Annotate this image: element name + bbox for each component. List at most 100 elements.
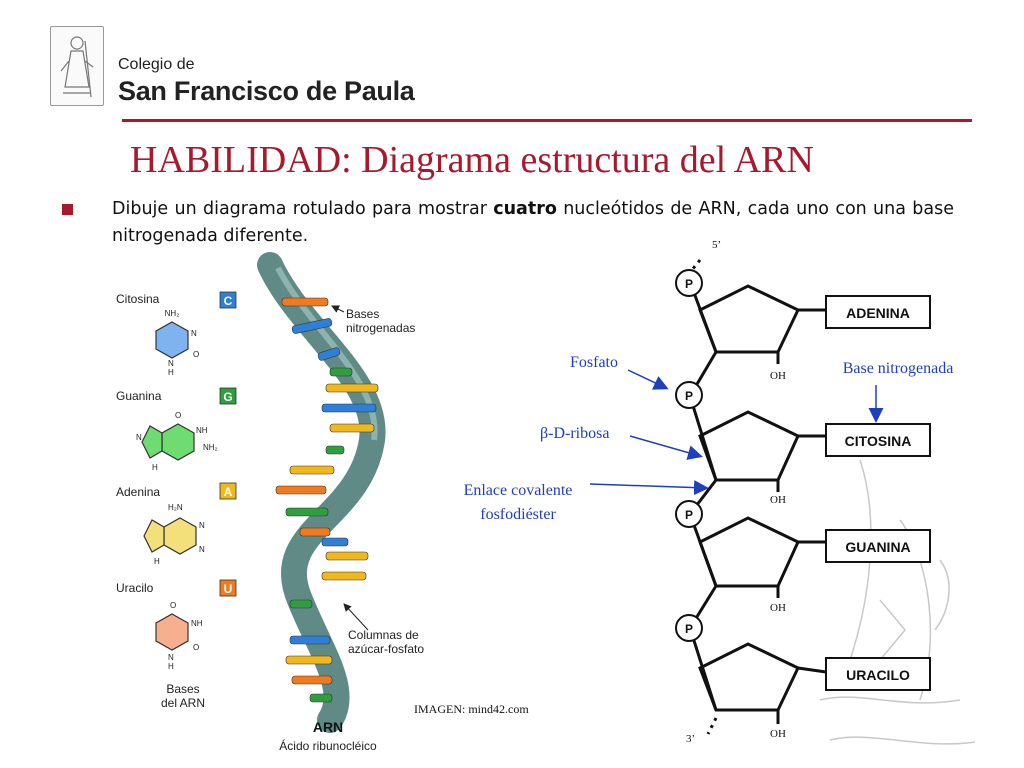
label-base-nitrogenada: Base nitrogenada bbox=[843, 360, 954, 377]
helix-base-bar bbox=[329, 423, 375, 433]
label-enlace-2: fosfodiéster bbox=[480, 506, 556, 523]
atom-label: N bbox=[199, 521, 205, 530]
logo-line1: Colegio de bbox=[118, 56, 195, 73]
atom-label: N bbox=[191, 329, 197, 338]
phosphate-label: P bbox=[685, 277, 693, 291]
base-letter-g: G bbox=[223, 390, 232, 404]
molecule-adenina-ring6 bbox=[163, 517, 197, 555]
base-box-citosina bbox=[825, 423, 931, 457]
arrow-ribosa bbox=[629, 435, 703, 460]
base-box-label: CITOSINA bbox=[845, 433, 912, 449]
atom-label: N bbox=[136, 433, 142, 442]
helix-base-bar bbox=[291, 318, 333, 334]
oh-label: OH bbox=[770, 602, 786, 614]
end-5prime: 5’ bbox=[712, 239, 721, 251]
base-box-adenina bbox=[825, 295, 931, 329]
base-box-guanina bbox=[825, 529, 931, 563]
school-logo bbox=[50, 26, 104, 106]
helix-base-bar bbox=[321, 403, 377, 413]
ribose-sugar-4 bbox=[698, 642, 800, 712]
glycosidic-bond bbox=[797, 666, 827, 674]
instruction-text: Dibuje un diagrama rotulado para mostrar… bbox=[112, 196, 954, 250]
watermark-sketch bbox=[819, 459, 976, 745]
atom-label: O bbox=[193, 350, 199, 359]
helix-label-cols-2: azúcar-fosfato bbox=[348, 642, 424, 656]
chain-end-dots bbox=[690, 259, 702, 271]
oh-label: OH bbox=[770, 494, 786, 506]
chain-end-dots bbox=[706, 717, 718, 735]
atom-label: O bbox=[175, 411, 181, 420]
label-ribosa: β-D-ribosa bbox=[540, 425, 609, 442]
helix-base-bar bbox=[317, 347, 341, 361]
helix-base-bar bbox=[325, 551, 369, 561]
sugar-phosphate-backbone bbox=[257, 252, 386, 733]
bullet-icon bbox=[62, 204, 73, 215]
molecule-guanina-ring6 bbox=[161, 423, 195, 461]
helix-columns-arrow bbox=[343, 603, 369, 631]
phosphate-1 bbox=[675, 269, 703, 297]
end-3prime: 3’ bbox=[686, 733, 695, 745]
base-swatch-a bbox=[219, 482, 237, 500]
bases-panel: Citosina C NH₂ N O N H Guanina G O NH NH… bbox=[116, 291, 237, 710]
helix-base-bar bbox=[325, 383, 379, 393]
bases-caption-line2: del ARN bbox=[161, 696, 205, 710]
molecule-adenina-ring5 bbox=[143, 519, 165, 553]
atom-label: N bbox=[168, 653, 174, 662]
base-letter-a: A bbox=[224, 485, 233, 499]
helix-label-cols-1: Columnas de bbox=[348, 628, 419, 642]
molecule-citosina bbox=[155, 321, 189, 359]
ribose-sugar-2 bbox=[698, 410, 800, 482]
atom-label: H₂N bbox=[168, 503, 183, 512]
helix-base-bar bbox=[275, 485, 327, 495]
base-name-citosina: Citosina bbox=[116, 292, 160, 306]
phosphate-label: P bbox=[685, 508, 693, 522]
base-name-adenina: Adenina bbox=[116, 485, 160, 499]
instruction-part1: Dibuje un diagrama rotulado para mostrar bbox=[112, 199, 494, 219]
helix-bases-arrow bbox=[331, 305, 345, 313]
phosphate-3 bbox=[675, 500, 703, 528]
phosphate-2 bbox=[675, 381, 703, 409]
helix-base-bar bbox=[321, 537, 349, 547]
helix-base-bar bbox=[329, 367, 353, 377]
slide-title: HABILIDAD: Diagrama estructura del ARN bbox=[130, 139, 814, 181]
ribose-sugar-3 bbox=[698, 516, 800, 588]
helix-caption-title: ARN bbox=[313, 719, 343, 735]
instruction-bold: cuatro bbox=[493, 199, 557, 219]
phosphate-label: P bbox=[685, 389, 693, 403]
base-swatch-c bbox=[219, 291, 237, 309]
helix-base-bar bbox=[299, 527, 331, 537]
molecule-guanina-ring5 bbox=[141, 425, 163, 459]
helix-base-bar bbox=[285, 655, 333, 665]
base-name-uracilo: Uracilo bbox=[116, 581, 154, 595]
atom-label: NH bbox=[196, 426, 208, 435]
atom-label: NH₂ bbox=[203, 443, 218, 452]
phosphate-4 bbox=[675, 614, 703, 642]
image-credit: IMAGEN: mind42.com bbox=[414, 702, 529, 716]
base-letter-u: U bbox=[224, 582, 233, 596]
helix-label-bases-1: Bases bbox=[346, 307, 379, 321]
helix-base-bar bbox=[309, 693, 333, 703]
atom-label: NH₂ bbox=[165, 309, 180, 318]
logo-line2: San Francisco de Paula bbox=[118, 76, 415, 106]
base-name-guanina: Guanina bbox=[116, 389, 162, 403]
atom-label: O bbox=[170, 601, 176, 610]
base-swatch-g bbox=[219, 387, 237, 405]
helix-label-bases-2: nitrogenadas bbox=[346, 321, 415, 335]
base-swatch-u bbox=[219, 579, 237, 597]
helix-base-bar bbox=[281, 297, 329, 307]
helix-base-bar bbox=[321, 571, 367, 581]
arrow-enlace bbox=[589, 480, 709, 496]
atom-label: O bbox=[193, 643, 199, 652]
backbone-highlight bbox=[275, 266, 378, 441]
helix-base-bar bbox=[291, 675, 333, 685]
arrow-fosfato bbox=[627, 369, 669, 390]
atom-label: NH bbox=[191, 619, 203, 628]
base-box-label: ADENINA bbox=[846, 305, 910, 321]
rna-helix: Bases nitrogenadas Columnas de azúcar-fo… bbox=[257, 252, 529, 753]
oh-label: OH bbox=[770, 728, 786, 740]
atom-label: H bbox=[168, 662, 174, 671]
helix-base-bar bbox=[289, 635, 331, 645]
base-letter-c: C bbox=[224, 294, 233, 308]
helix-base-bar bbox=[285, 507, 329, 517]
